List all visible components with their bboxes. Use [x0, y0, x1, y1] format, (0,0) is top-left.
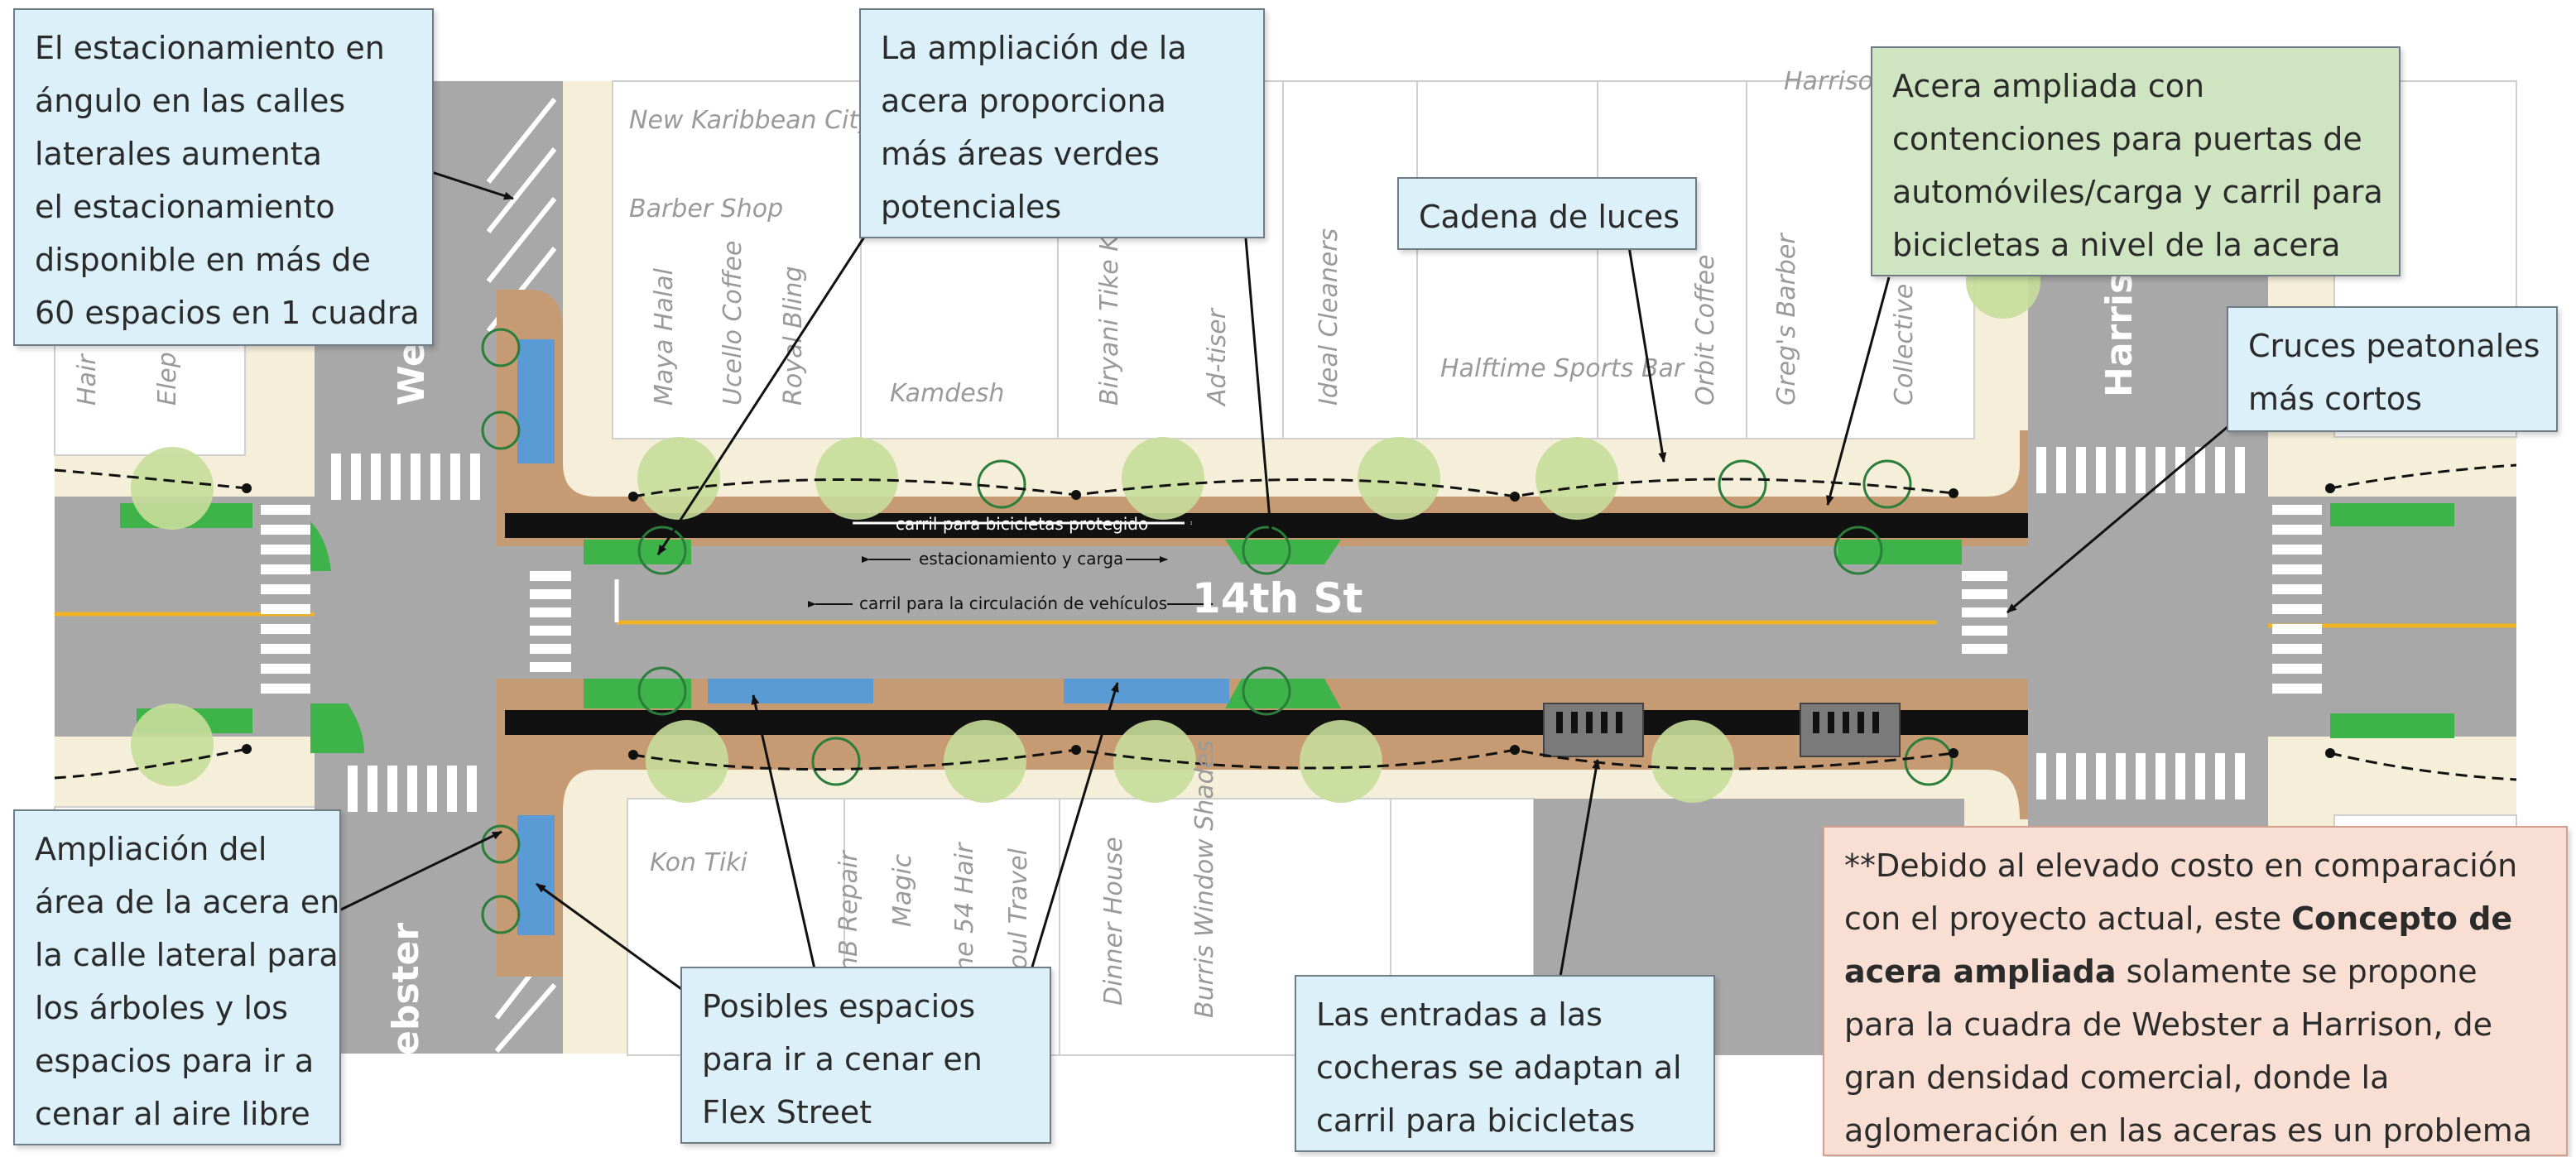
biz-label: Hair [73, 353, 102, 406]
flex-dining-2 [1064, 679, 1229, 703]
biz-label: Dinner House [1099, 837, 1128, 1006]
biz-label: Barber Shop [629, 194, 783, 223]
callout-side-street: Ampliación del área de la acera en la ca… [13, 809, 341, 1145]
biz-label: Magic [888, 853, 917, 927]
biz-label: Ucello Coffee [718, 241, 747, 406]
biz-label: eoul Travel [1004, 847, 1033, 985]
biz-label: Kamdesh [890, 379, 1004, 408]
biz-label: Orbit Coffee [1691, 255, 1720, 406]
street-name-webster-north: We [391, 342, 433, 406]
cost-note-text-end: solamente se propone para la cuadra de W… [1844, 953, 2533, 1149]
callout-string-lights: Cadena de luces [1397, 177, 1697, 250]
cost-note-text: **Debido al elevado costo en comparación… [1844, 847, 2518, 937]
biz-label: ne 54 Hair [950, 842, 979, 972]
crosswalks [261, 447, 2322, 812]
biz-label: Halftime Sports Bar [1440, 354, 1685, 383]
bike-lane-north [505, 513, 2028, 538]
biz-label: Kon Tiki [650, 848, 748, 877]
callout-angled-parking: El estacionamiento en ángulo en las call… [13, 8, 434, 346]
biz-label: Ad-tiser [1203, 307, 1232, 407]
string-lights-south [632, 748, 1954, 771]
biz-label: Royal Bling [779, 266, 808, 406]
callout-flex-dining: Posibles espacios para ir a cenar en Fle… [680, 967, 1051, 1144]
biz-label: Harriso [1784, 67, 1873, 96]
parking-lane-label: estacionamiento y carga [919, 549, 1123, 569]
biz-label: New Karibbean City [629, 106, 874, 135]
south-sidewalk [497, 679, 2028, 977]
street-name-main: 14th St [1192, 574, 1362, 622]
cost-note: **Debido al elevado costo en comparación… [1823, 826, 2568, 1156]
trees [131, 244, 2040, 803]
bike-lane-label: carril para bicicletas protegido [896, 514, 1148, 534]
biz-label: nB Repair [834, 850, 863, 972]
flex-dining-1 [708, 679, 873, 703]
street-name-webster-south: ebster [385, 923, 427, 1055]
callout-driveways: Las entradas a las cocheras se adaptan a… [1295, 975, 1715, 1152]
biz-label: Greg's Barber [1772, 233, 1801, 406]
callout-sidewalk-green: La ampliación de la acera proporciona má… [859, 8, 1265, 238]
cost-note-bold: Concepto de acera ampliada [1844, 900, 2513, 990]
callout-widened-sidewalk: Acera ampliada con contenciones para pue… [1871, 46, 2401, 276]
travel-lane-label: carril para la circulación de vehículos [859, 593, 1167, 613]
biz-label: Maya Halal [650, 267, 679, 406]
biz-label: Collective S [1890, 260, 1919, 406]
callout-shorter-crossings: Cruces peatonales más cortos [2227, 306, 2558, 432]
biz-label: Burris Window Shades [1190, 740, 1219, 1018]
leader-lines [339, 150, 2229, 995]
biz-label: Ideal Cleaners [1314, 228, 1343, 406]
string-lights-north [632, 478, 1954, 498]
